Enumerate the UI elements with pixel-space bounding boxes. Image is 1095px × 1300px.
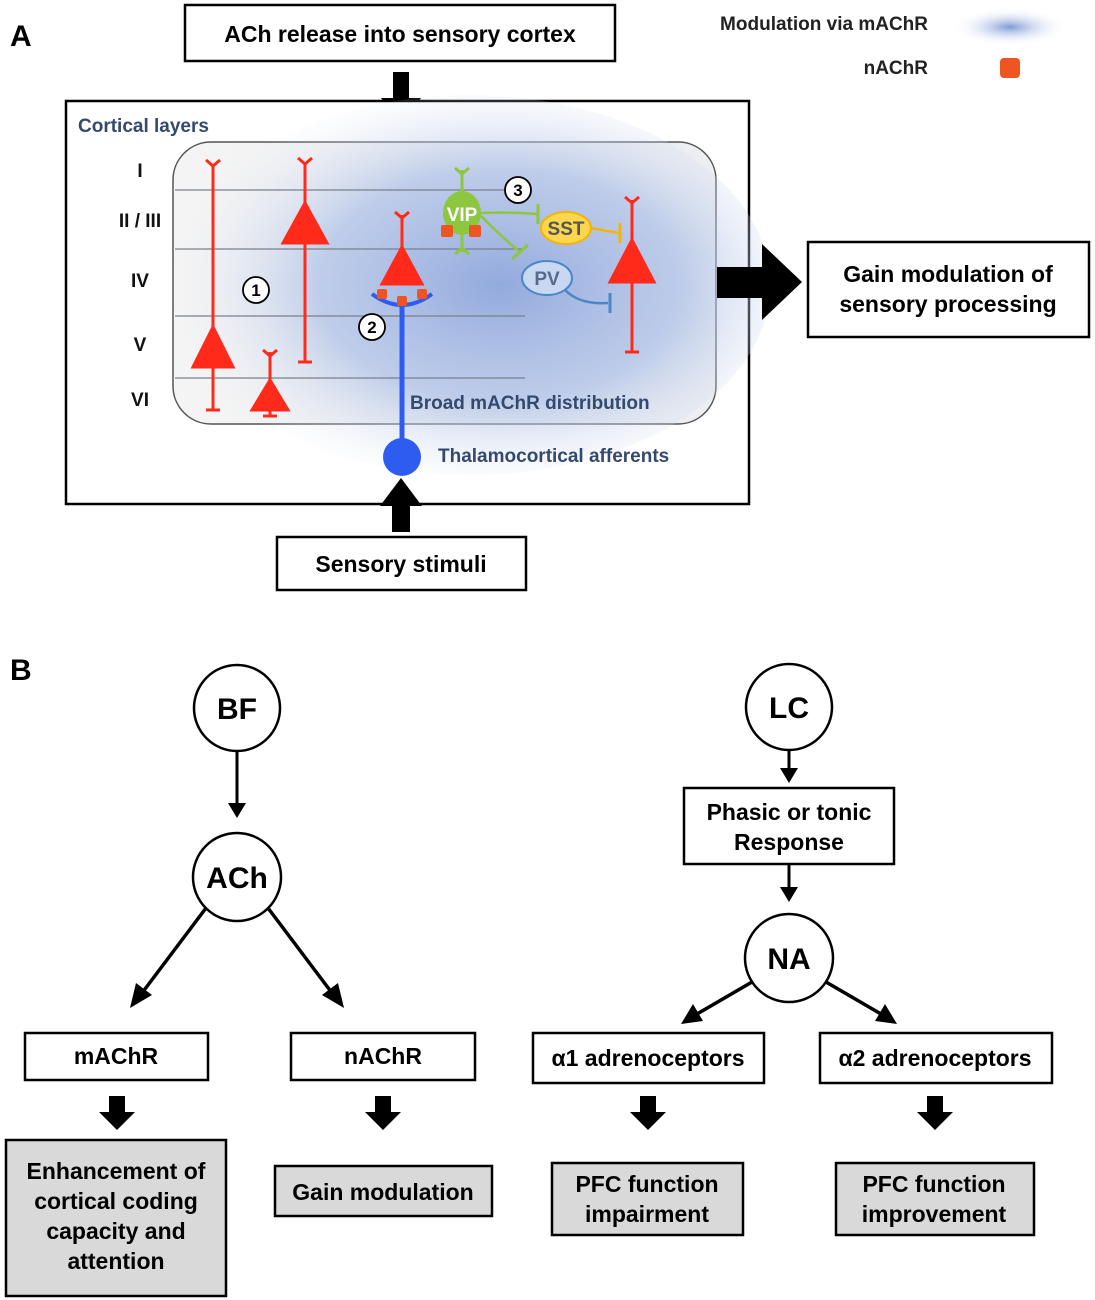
nachr-box [289,1031,477,1082]
marker-2: 2 [358,313,386,341]
improvement-line-1: PFC function [862,1171,1005,1197]
machr-outcome-arrow [99,1096,135,1130]
na-to-a2-head [875,1004,897,1024]
vip-to-sst-connection [480,211,538,216]
output-arrow [717,244,802,320]
layer-label-iv: IV [131,271,149,292]
bf-to-ach-head [228,803,246,818]
alpha2-label: α2 adrenoceptors [838,1045,1031,1071]
na-to-a1-line [696,980,753,1016]
legend-machr-swatch [952,8,1068,46]
layer-lines [175,189,525,379]
marker-1: 1 [242,276,270,304]
enhancement-line-2: cortical coding [34,1188,198,1214]
enhancement-line-3: capacity and [46,1218,185,1244]
enhancement-box [4,1138,228,1298]
pyramidal-neuron-layer-vi [249,348,291,418]
vip-interneuron [441,166,481,256]
sst-to-pyramidal-connection [590,226,619,235]
na-label: NA [767,943,810,976]
ach-label: ACh [206,862,268,895]
ach-to-machr-head [130,983,152,1008]
enhancement-line-1: Enhancement of [27,1158,206,1184]
layer-label-ii-iii: II / III [119,211,161,232]
marker-2-label: 2 [367,318,376,337]
pyramidal-neuron-layer-ii-iii [280,156,330,364]
pyramidal-neuron-layer-v [190,158,236,412]
vip-label: VIP [447,205,478,226]
machr-box [23,1031,210,1082]
vip-to-pv-bar [511,243,529,261]
ach-to-nachr-head [322,983,344,1008]
cortical-layers-title: Cortical layers [78,116,209,137]
bf-label: BF [217,693,257,726]
gain-modulation-box [806,240,1091,339]
panel-a-letter: A [10,20,32,53]
layer-label-i: I [137,161,142,182]
nachr-terminal [377,289,427,306]
machr-label: mAChR [74,1043,159,1069]
alpha2-outcome-arrow [917,1096,953,1130]
ach-to-nachr-line [266,906,334,995]
na-to-a1-head [681,1004,703,1024]
lc-label: LC [769,692,809,725]
marker-1-label: 1 [251,281,260,300]
improvement-box [834,1161,1036,1237]
sensory-arrow [380,478,422,532]
sensory-stimuli-box [275,535,528,592]
legend-nachr-label: nAChR [864,58,929,79]
improvement-line-2: improvement [862,1201,1007,1227]
ach-to-machr-line [140,906,208,995]
layer-label-v: V [134,335,147,356]
marker-3-label: 3 [513,181,522,200]
marker-3: 3 [504,176,532,204]
nachr-outcome-arrow [365,1096,401,1130]
ach-release-label: ACh release into sensory cortex [224,21,576,47]
na-node [743,912,835,1004]
sst-label: SST [548,219,585,240]
layer-label-vi: VI [131,390,149,411]
vip-to-pv-connection [480,215,521,253]
alpha1-outcome-arrow [630,1096,666,1130]
gain-modulation-outcome-box [273,1164,494,1218]
alpha2-box [818,1031,1054,1085]
response-box [682,786,896,866]
lc-to-response-head [780,768,798,783]
response-line-2: Response [734,829,844,855]
gain-modulation-line-1: Gain modulation of [843,261,1053,287]
ach-release-box [183,3,617,63]
na-to-a2-line [825,980,882,1016]
legend-nachr-swatch [1000,58,1020,78]
pv-to-pyramidal-connection [564,289,609,305]
gain-modulation-outcome-label: Gain modulation [292,1179,473,1205]
impairment-line-2: impairment [585,1201,709,1227]
ach-node [191,831,283,923]
impairment-line-1: PFC function [575,1171,718,1197]
pyramidal-neuron-layer-iv [379,210,425,286]
pyramidal-neuron-target [607,195,657,354]
gain-modulation-line-2: sensory processing [839,291,1056,317]
alpha1-box [531,1031,766,1085]
pv-label: PV [534,269,560,290]
alpha1-label: α1 adrenoceptors [551,1045,744,1071]
ach-arrow [381,72,421,126]
pv-cell [521,260,573,296]
enhancement-line-4: attention [67,1248,164,1274]
legend-machr-label: Modulation via mAChR [720,14,928,35]
impairment-box [550,1161,745,1237]
panel-b-letter: B [10,654,32,687]
broad-machr-label: Broad mAChR distribution [410,393,650,414]
nachr-label: nAChR [344,1043,422,1069]
thalamocortical-label: Thalamocortical afferents [438,446,669,467]
response-line-1: Phasic or tonic [707,799,872,825]
response-to-na-head [780,887,798,902]
sensory-stimuli-label: Sensory stimuli [315,551,486,577]
